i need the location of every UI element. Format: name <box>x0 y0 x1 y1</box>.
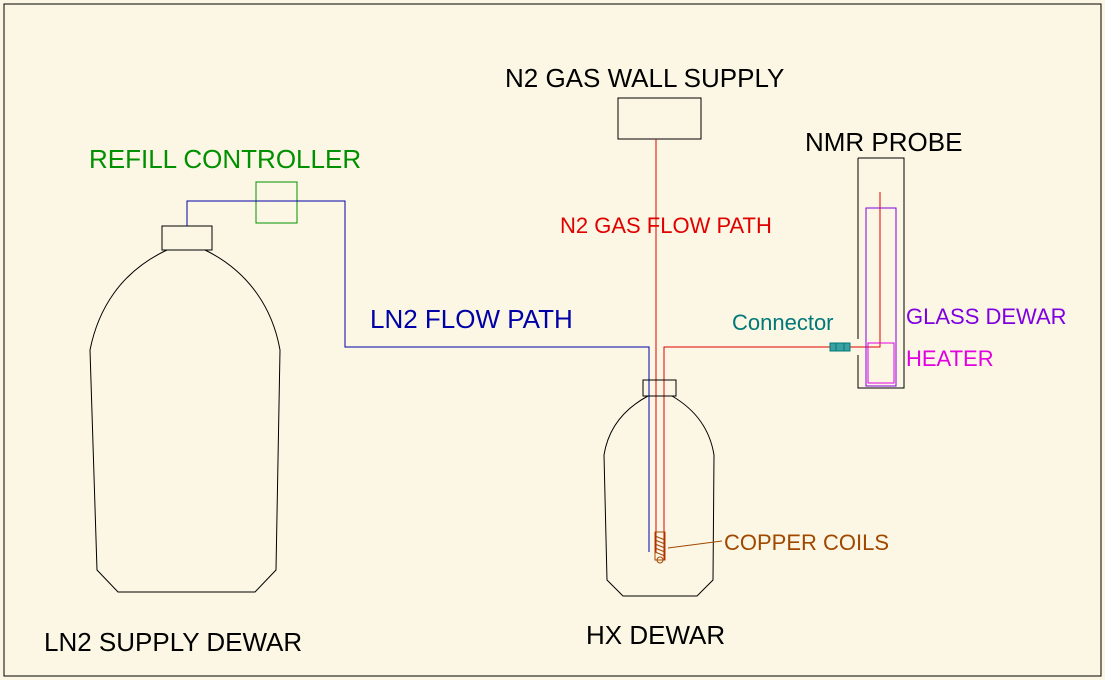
heater-outline <box>867 342 895 384</box>
n2-flow-line-return <box>663 346 830 560</box>
connector-fitting <box>829 342 851 352</box>
glass-dewar-label: GLASS DEWAR <box>906 304 1067 329</box>
n2-gas-wall-supply-box <box>617 97 702 140</box>
glass-dewar-outline <box>865 207 897 387</box>
n2-gas-wall-supply-label: N2 GAS WALL SUPPLY <box>505 63 784 93</box>
hx-dewar-label: HX DEWAR <box>586 620 725 650</box>
ln2-flow-line <box>186 200 650 552</box>
heater-label: HEATER <box>906 346 994 371</box>
refill-controller-label: REFILL CONTROLLER <box>89 144 361 174</box>
diagram-frame <box>3 3 1102 677</box>
ln2-flow-path-label: LN2 FLOW PATH <box>370 304 573 334</box>
refill-controller-box <box>255 181 298 224</box>
nmr-probe-outline <box>857 157 905 389</box>
copper-coils-label: COPPER COILS <box>724 530 889 555</box>
connector-label: Connector <box>732 310 834 335</box>
hx-dewar <box>603 379 715 597</box>
copper-coils <box>654 531 723 564</box>
n2-flow-line-probe <box>850 192 881 348</box>
nmr-probe-label: NMR PROBE <box>805 127 962 157</box>
n2-gas-flow-path-label: N2 GAS FLOW PATH <box>560 213 772 238</box>
ln2-supply-dewar-label: LN2 SUPPLY DEWAR <box>44 627 302 657</box>
